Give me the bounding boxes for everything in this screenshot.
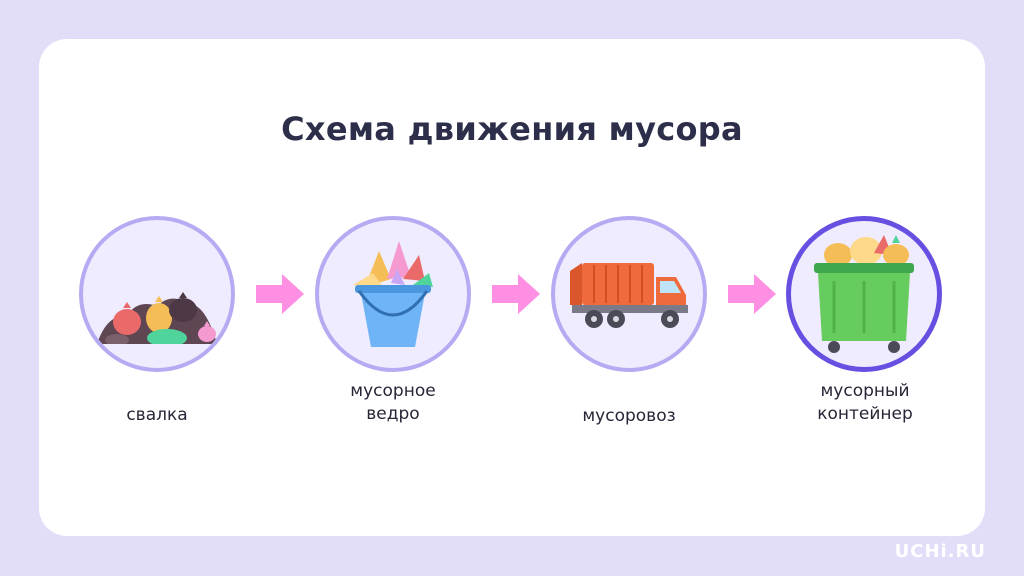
arrow-right-icon [492, 274, 540, 314]
step-3-circle [551, 216, 707, 372]
garbage-dump-icon [97, 292, 217, 344]
page-title: Схема движения мусора [281, 110, 743, 148]
step-1-circle [79, 216, 235, 372]
garbage-truck-icon [570, 263, 688, 328]
trash-bucket-icon [353, 241, 433, 347]
step-1-label: свалка [126, 405, 188, 425]
step-2-label: мусорное ведро [350, 381, 436, 424]
arrow-right-icon [256, 274, 304, 314]
brand-logo: UCHi.RU [894, 541, 986, 562]
step-3-label: мусоровоз [582, 406, 676, 426]
step-2-circle [315, 216, 471, 372]
step-4-circle [786, 216, 942, 372]
garbage-container-icon [814, 235, 914, 353]
step-4-label: мусорный контейнер [817, 381, 913, 424]
arrow-right-icon [728, 274, 776, 314]
